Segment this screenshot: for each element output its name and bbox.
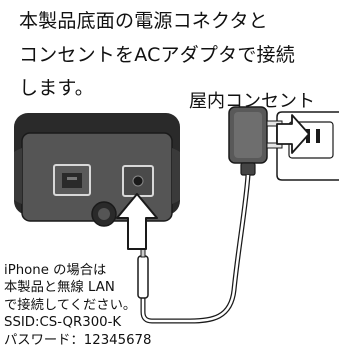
outlet-label: 屋内コンセント bbox=[189, 91, 315, 112]
note-line-1: iPhone の場合は bbox=[4, 263, 107, 278]
dc-plug bbox=[137, 244, 149, 299]
wall-outlet bbox=[276, 111, 339, 181]
note-line-3: で接続してください。 bbox=[4, 297, 137, 313]
note-line-5: パスワード：12345678 bbox=[4, 332, 152, 348]
instruction-line-2: コンセントをACアダプタで接続 bbox=[19, 44, 295, 66]
arrow-up-icon bbox=[116, 193, 158, 250]
iphone-wifi-note: iPhone の場合は 本製品と無線 LAN で接続してください。 SSID:C… bbox=[4, 262, 151, 349]
ac-adapter bbox=[228, 106, 283, 176]
note-line-4: SSID:CS-QR300-K bbox=[4, 315, 122, 331]
arrow-right-icon bbox=[276, 114, 310, 154]
instruction-line-3: します。 bbox=[19, 77, 94, 99]
instruction-line-1: 本製品底面の電源コネクタと bbox=[19, 10, 268, 32]
device-body bbox=[14, 113, 180, 227]
note-line-2: 本製品と無線 LAN bbox=[4, 280, 115, 296]
